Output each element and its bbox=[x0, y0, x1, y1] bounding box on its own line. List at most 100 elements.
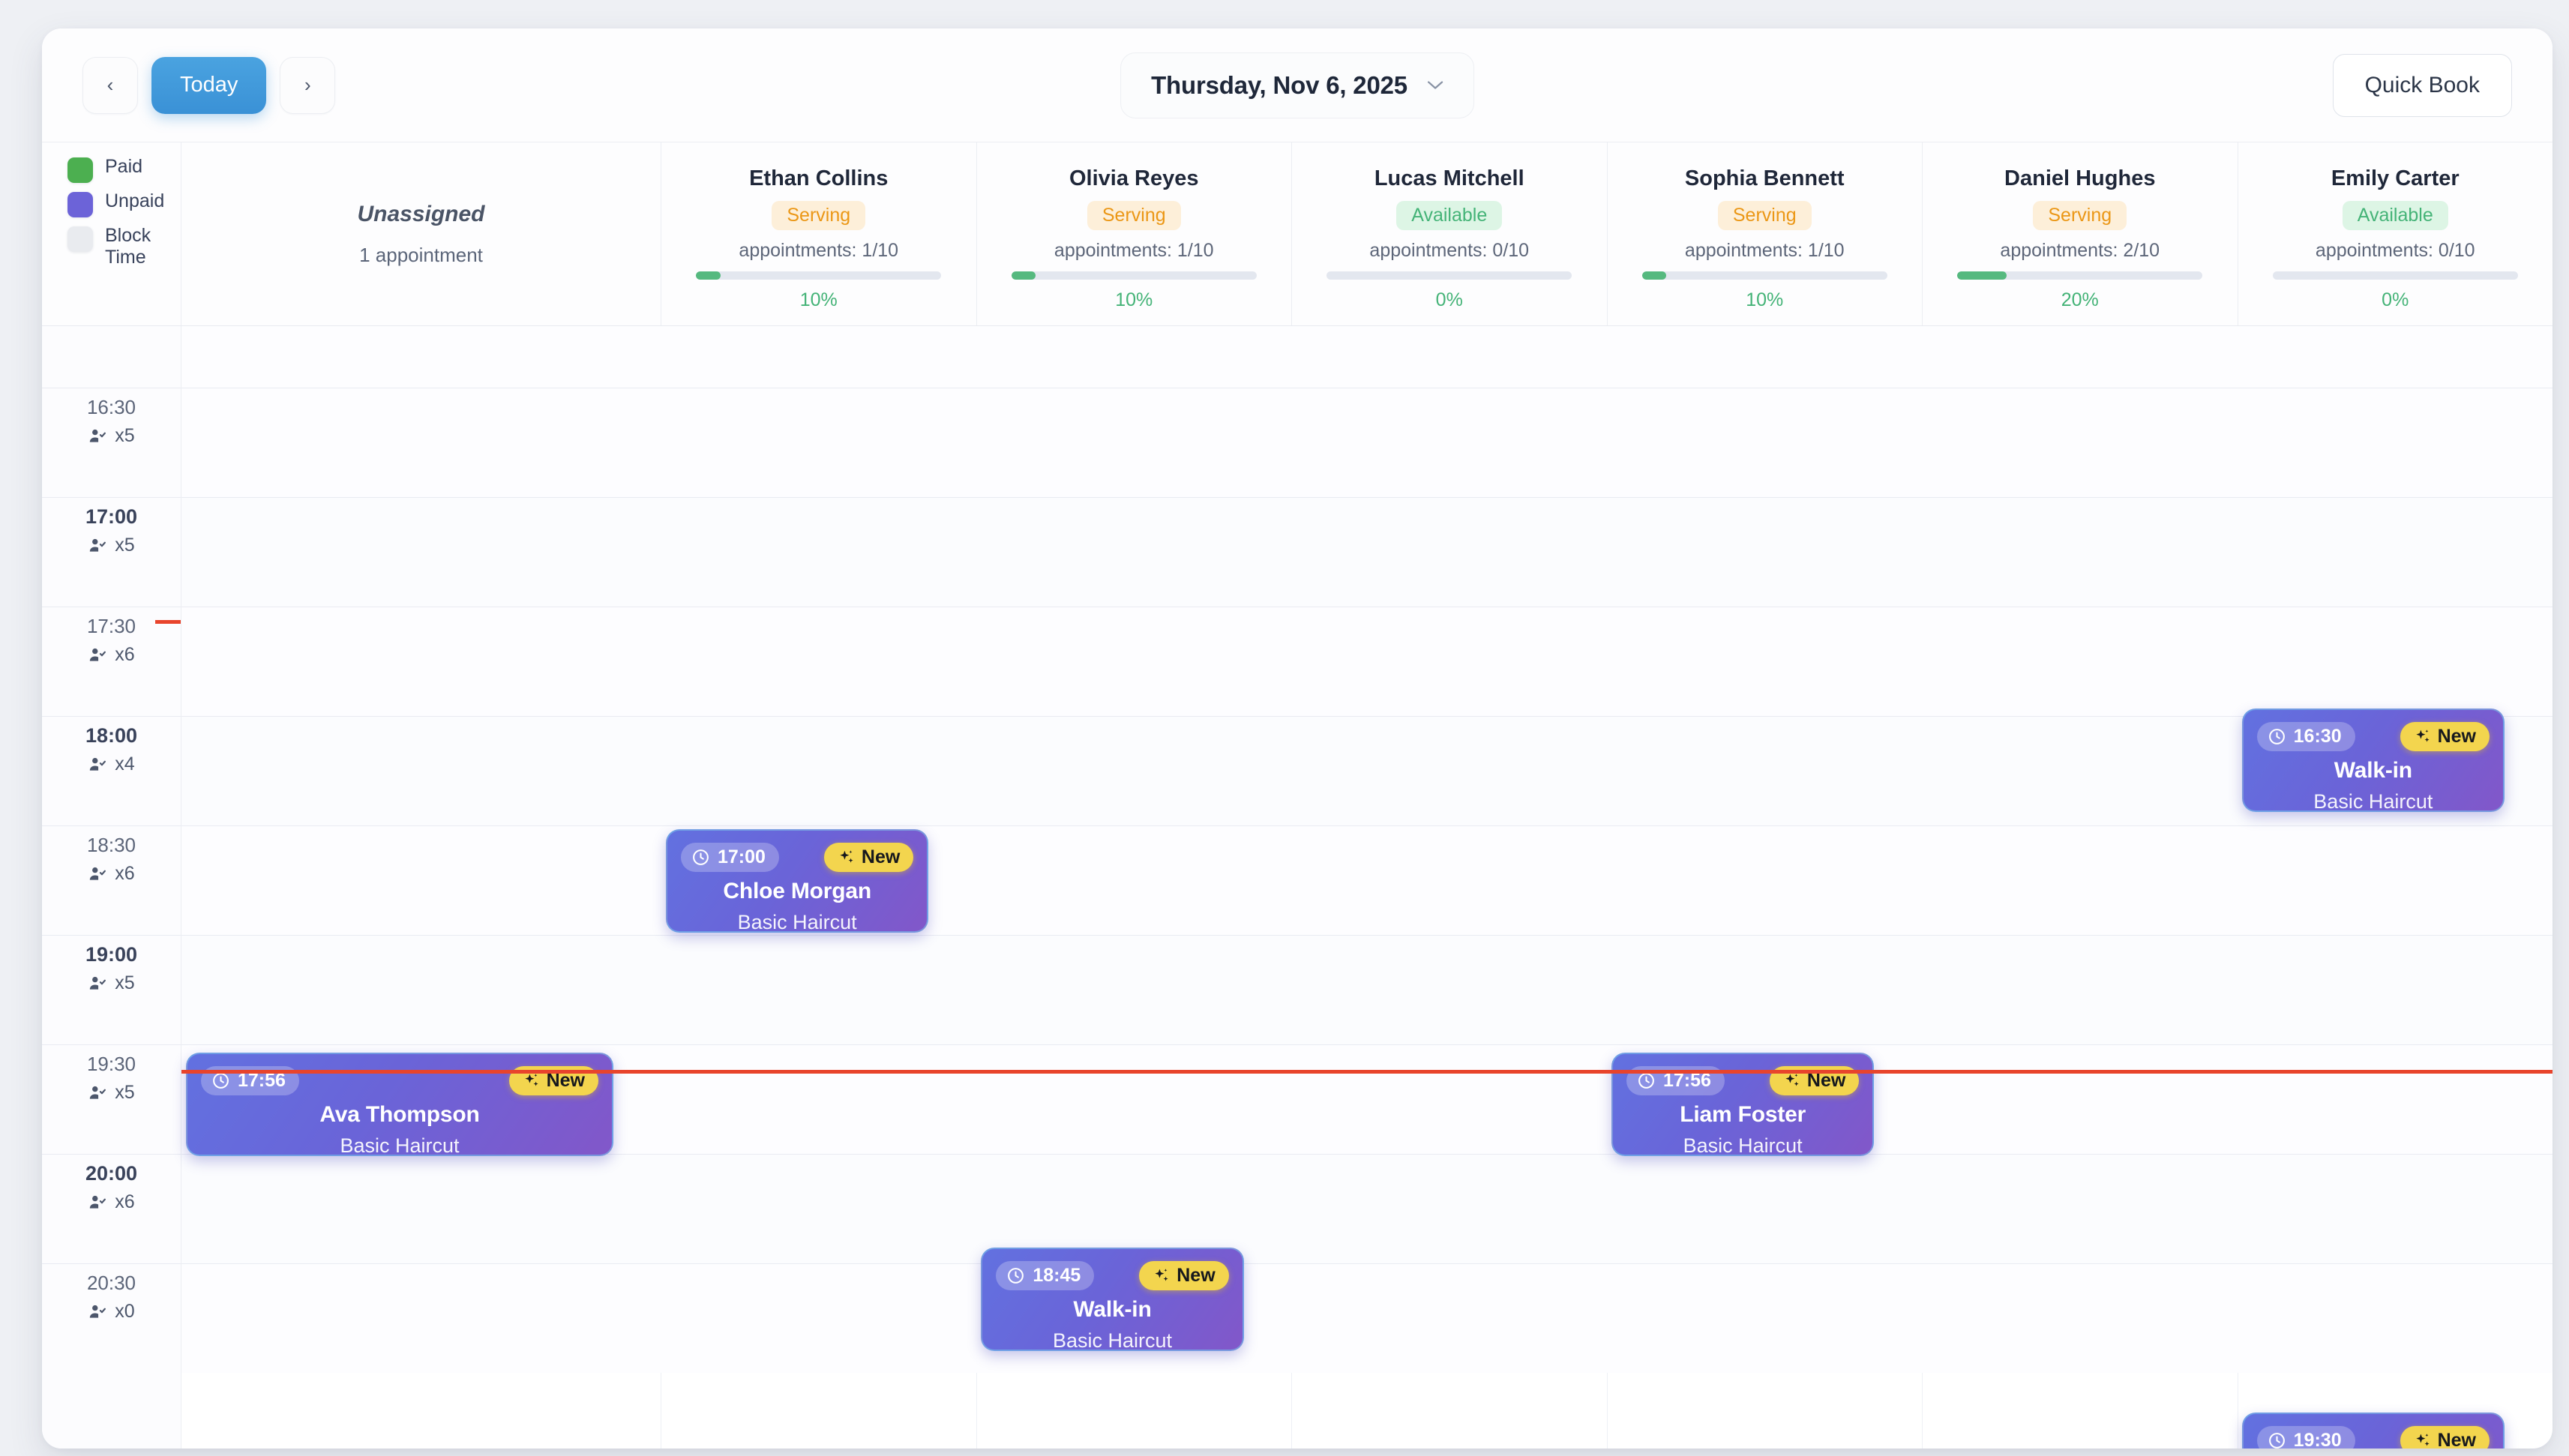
person-check-icon bbox=[88, 864, 107, 884]
date-picker-button[interactable]: Thursday, Nov 6, 2025 bbox=[1120, 52, 1474, 118]
new-badge: New bbox=[823, 843, 914, 872]
slot-capacity: x4 bbox=[88, 753, 135, 775]
slot-capacity-label: x0 bbox=[115, 1301, 135, 1322]
previous-day-button[interactable]: ‹ bbox=[82, 56, 138, 114]
time-slot-label: 18:00 bbox=[85, 724, 138, 747]
sparkle-icon bbox=[1153, 1267, 1171, 1285]
clock-icon bbox=[691, 848, 710, 867]
slot-capacity: x5 bbox=[88, 535, 135, 556]
person-check-icon bbox=[88, 755, 107, 774]
appointment-time-pill: 19:30 bbox=[2256, 1426, 2355, 1449]
today-button[interactable]: Today bbox=[151, 56, 267, 114]
appointment-service-name: Basic Haircut bbox=[737, 911, 857, 933]
status-badge: Available bbox=[2342, 201, 2448, 230]
time-slot: x6 bbox=[42, 326, 181, 388]
appointment-count: appointments: 1/10 bbox=[739, 240, 899, 261]
grid-row-line bbox=[181, 935, 2553, 936]
sparkle-icon bbox=[1783, 1072, 1801, 1090]
slot-capacity-label: x6 bbox=[115, 644, 135, 665]
slot-capacity-label: x5 bbox=[115, 1082, 135, 1103]
staff-name: Ethan Collins bbox=[749, 166, 889, 190]
grid-row-line bbox=[181, 825, 2553, 826]
slot-capacity-label: x6 bbox=[115, 863, 135, 884]
legend-item: Block Time bbox=[67, 225, 181, 268]
date-nav-group: ‹ Today › bbox=[82, 56, 336, 114]
appointment-time-pill: 17:00 bbox=[681, 843, 779, 872]
grid-row-band bbox=[181, 935, 2553, 1044]
grid-row-line bbox=[181, 1154, 2553, 1155]
status-badge: Serving bbox=[2033, 201, 2127, 230]
status-badge: Serving bbox=[772, 201, 866, 230]
appointment-service-name: Basic Haircut bbox=[1683, 1134, 1803, 1156]
chevron-right-icon: › bbox=[304, 73, 311, 96]
next-day-button[interactable]: › bbox=[280, 56, 336, 114]
appointment-time: 17:00 bbox=[718, 846, 766, 867]
quick-book-label: Quick Book bbox=[2364, 72, 2480, 97]
utilization-bar bbox=[2272, 271, 2518, 280]
legend-label: Block Time bbox=[105, 225, 151, 268]
legend-label: Paid bbox=[105, 156, 143, 177]
legend-item: Unpaid bbox=[67, 190, 181, 217]
time-slot: 20:00 x6 bbox=[42, 1154, 181, 1263]
grid-row-band bbox=[181, 497, 2553, 607]
calendar-app: ‹ Today › Thursday, Nov 6, 2025 Quick Bo… bbox=[42, 28, 2553, 1449]
new-badge-label: New bbox=[1177, 1265, 1216, 1286]
utilization-bar bbox=[696, 271, 942, 280]
appointment-customer-name: Walk-in bbox=[1073, 1297, 1152, 1322]
clock-icon bbox=[2268, 1431, 2286, 1449]
grid-row-band bbox=[181, 1154, 2553, 1263]
utilization-percent: 10% bbox=[1115, 289, 1153, 310]
utilization-bar bbox=[1641, 271, 1887, 280]
column-header-unassigned[interactable]: Unassigned 1 appointment bbox=[181, 142, 661, 325]
grid-row-line bbox=[181, 716, 2553, 717]
slot-capacity: x6 bbox=[88, 863, 135, 885]
appointment-time-pill: 18:45 bbox=[996, 1261, 1095, 1290]
new-badge-label: New bbox=[2437, 1430, 2476, 1449]
legend-label: Unpaid bbox=[105, 190, 165, 211]
utilization-bar bbox=[1011, 271, 1257, 280]
slot-capacity-label: x6 bbox=[115, 1191, 135, 1212]
person-check-icon bbox=[88, 1083, 107, 1103]
clock-icon bbox=[2268, 727, 2286, 746]
quick-book-button[interactable]: Quick Book bbox=[2332, 53, 2512, 117]
utilization-percent: 0% bbox=[1435, 289, 1463, 310]
sparkle-icon bbox=[523, 1072, 541, 1090]
staff-name: Daniel Hughes bbox=[2004, 166, 2156, 190]
appointment-time: 18:45 bbox=[1033, 1265, 1081, 1286]
utilization-percent: 0% bbox=[2382, 289, 2409, 310]
utilization-percent: 10% bbox=[1746, 289, 1784, 310]
time-slot-label: 20:00 bbox=[85, 1162, 138, 1185]
slot-capacity-label: x4 bbox=[115, 753, 135, 774]
appointment-count: appointments: 0/10 bbox=[2315, 240, 2475, 261]
staff-name: Emily Carter bbox=[2331, 166, 2460, 190]
appointment-customer-name: Liam Foster bbox=[1680, 1102, 1806, 1127]
slot-capacity-label: x5 bbox=[115, 535, 135, 556]
appointment-time: 16:30 bbox=[2293, 726, 2342, 747]
appointment-count: appointments: 0/10 bbox=[1369, 240, 1530, 261]
toolbar: ‹ Today › Thursday, Nov 6, 2025 Quick Bo… bbox=[42, 28, 2553, 142]
appointment-service-name: Basic Haircut bbox=[2313, 790, 2433, 812]
appointment-time: 19:30 bbox=[2293, 1430, 2342, 1449]
appointment-card-header: 17:00 New bbox=[681, 843, 914, 872]
staff-name: Sophia Bennett bbox=[1684, 166, 1845, 190]
person-check-icon bbox=[88, 1302, 107, 1322]
time-gutter: x616:30x517:00x517:30x618:00x418:30x619:… bbox=[42, 326, 181, 1449]
